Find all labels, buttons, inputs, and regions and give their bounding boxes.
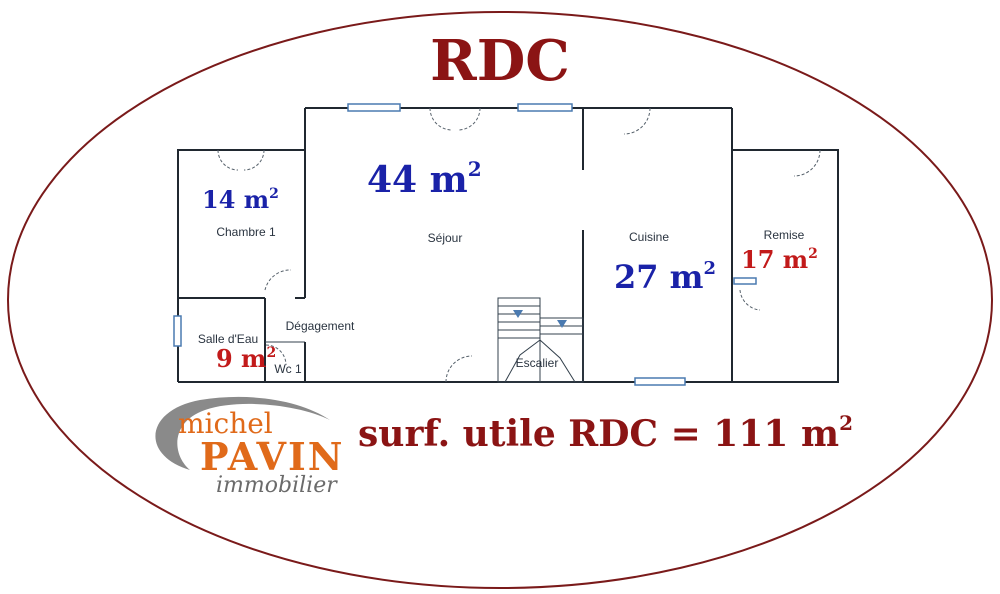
agency-logo: michel PAVIN immobilier [155, 396, 345, 498]
room-label-sejour: Séjour [428, 231, 463, 245]
logo-immobilier: immobilier [216, 473, 338, 498]
logo-pavin: PAVIN [200, 434, 345, 479]
area-salle-eau: 9 m2 [216, 344, 276, 373]
room-label-salle-eau: Salle d'Eau [198, 332, 258, 346]
room-label-cuisine: Cuisine [629, 230, 669, 244]
logo-michel: michel [178, 407, 273, 440]
room-label-remise: Remise [764, 228, 805, 242]
room-label-chambre-1: Chambre 1 [216, 225, 276, 239]
room-label-escalier: Escalier [516, 356, 559, 370]
oval-frame [7, 11, 993, 589]
area-cuisine: 27 m2 [614, 258, 716, 296]
area-remise: 17 m2 [741, 245, 818, 274]
room-label-degagement: Dégagement [286, 319, 355, 333]
plan-doors [217, 107, 821, 383]
page-title: RDC [430, 28, 570, 94]
area-sejour: 44 m2 [367, 157, 482, 201]
area-chambre: 14 m2 [202, 185, 279, 214]
plan-walls [177, 107, 839, 383]
room-label-wc: Wc 1 [274, 362, 302, 376]
plan-windows [173, 103, 757, 386]
usable-surface-summary: surf. utile RDC = 111 m2 [358, 411, 853, 455]
